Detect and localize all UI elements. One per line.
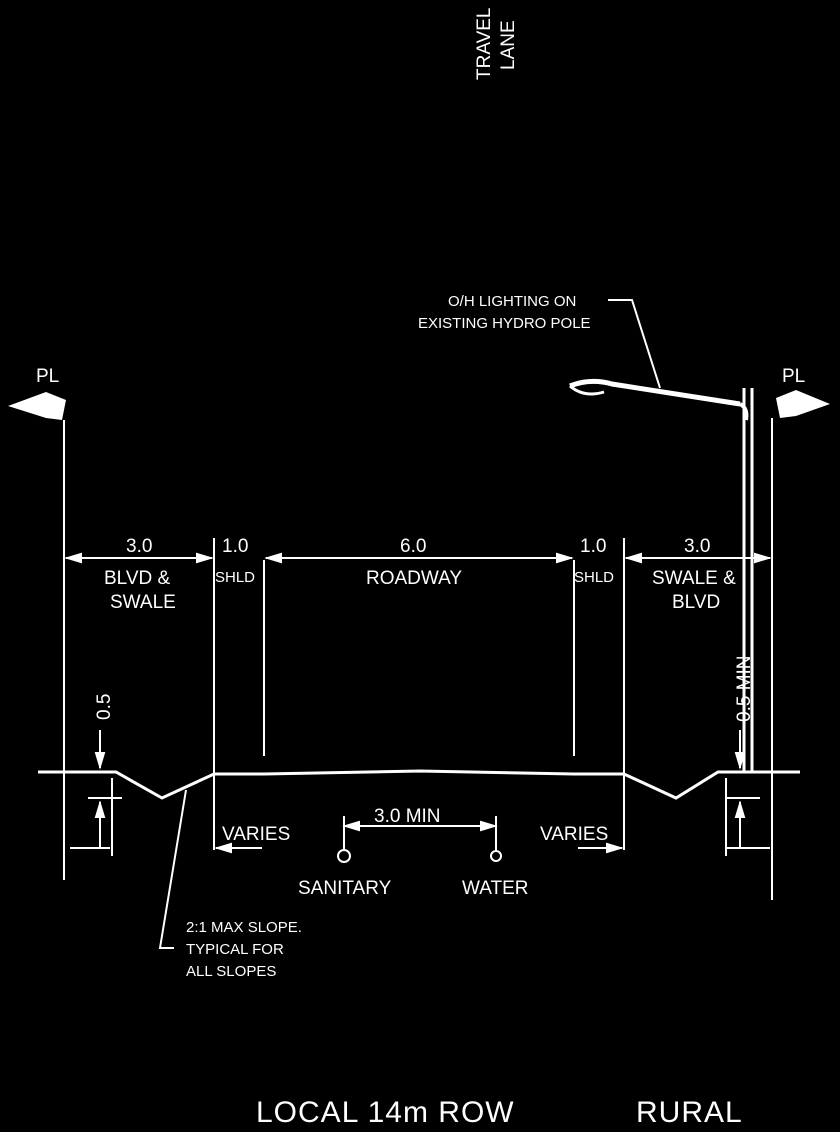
roadway-text: ROADWAY xyxy=(366,568,462,589)
dim-blvd-left: 3.0 xyxy=(126,536,152,557)
varies-labels: VARIES VARIES xyxy=(214,824,624,854)
dim-shld-left: 1.0 xyxy=(222,536,248,557)
property-line-marker-left-icon: PL xyxy=(8,366,66,880)
varies-left-text: VARIES xyxy=(222,824,290,845)
streetlight-luminaire-icon xyxy=(569,378,754,772)
depth-right-text: 0.5 MIN xyxy=(734,655,755,722)
sanitary-pipe-icon xyxy=(337,849,351,863)
lighting-text-1: O/H LIGHTING ON xyxy=(448,293,576,310)
slope-text-3: ALL SLOPES xyxy=(186,963,276,980)
blvd-left-text-2: SWALE xyxy=(110,592,176,613)
dim-shld-right: 1.0 xyxy=(580,536,606,557)
title-text-1: LOCAL 14m ROW xyxy=(256,1096,515,1129)
lighting-text-2: EXISTING HYDRO POLE xyxy=(418,315,591,332)
travel-lane-label: TRAVEL LANE xyxy=(474,7,519,80)
utility-spacing-text: 3.0 MIN xyxy=(374,806,441,827)
lighting-leader-line xyxy=(608,299,661,389)
shld-right-text: SHLD xyxy=(574,569,614,586)
extension-lines xyxy=(213,538,625,850)
shld-left-text: SHLD xyxy=(215,569,255,586)
blvd-left-text-1: BLVD & xyxy=(104,568,171,589)
slope-text-2: TYPICAL FOR xyxy=(186,941,284,958)
dim-blvd-right: 3.0 xyxy=(684,536,710,557)
utilities: 3.0 MIN SANITARY WATER xyxy=(298,806,529,899)
property-line-right-label: PL xyxy=(782,366,805,387)
property-line-marker-right-icon: PL xyxy=(771,366,830,900)
dim-roadway: 6.0 xyxy=(400,536,426,557)
water-pipe-icon xyxy=(490,850,502,862)
lighting-callout: O/H LIGHTING ON EXISTING HYDRO POLE xyxy=(418,293,661,389)
property-line-left-label: PL xyxy=(36,366,59,387)
blvd-right-text-1: SWALE & xyxy=(652,568,736,589)
depth-left-text: 0.5 xyxy=(94,694,115,720)
sanitary-label: SANITARY xyxy=(298,878,392,899)
depth-dimension-right: 0.5 MIN xyxy=(725,655,770,856)
slope-text-1: 2:1 MAX SLOPE. xyxy=(186,919,302,936)
blvd-right-text-2: BLVD xyxy=(672,592,720,613)
travel-lane-text-1: TRAVEL xyxy=(474,7,495,80)
dimension-labels: 3.0 1.0 6.0 1.0 3.0 BLVD & SWALE SHLD RO… xyxy=(104,536,736,613)
slope-note: 2:1 MAX SLOPE. TYPICAL FOR ALL SLOPES xyxy=(158,789,302,980)
depth-dimension-left: 0.5 xyxy=(70,694,122,856)
drawing-title: LOCAL 14m ROW RURAL xyxy=(256,1096,743,1129)
ground-profile xyxy=(38,769,800,800)
title-text-2: RURAL xyxy=(636,1096,743,1129)
varies-right-text: VARIES xyxy=(540,824,608,845)
travel-lane-text-2: LANE xyxy=(498,20,519,70)
water-label: WATER xyxy=(462,878,529,899)
